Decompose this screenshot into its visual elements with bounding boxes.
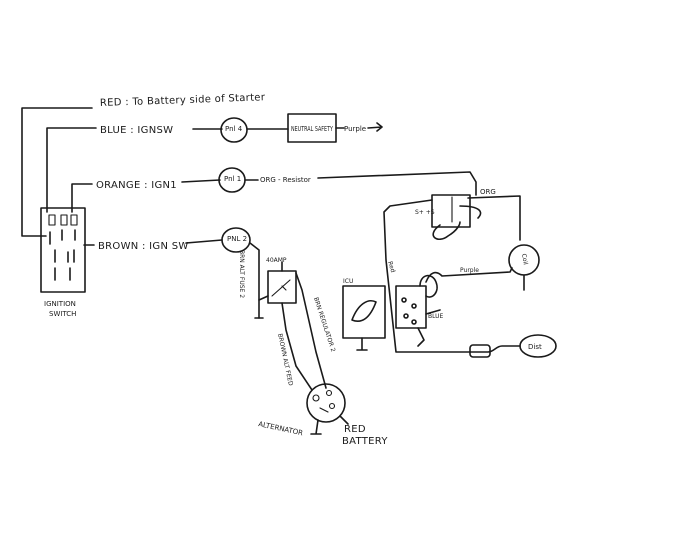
amp-fuse-label: 40AMP bbox=[266, 257, 287, 264]
blue-connector-lead bbox=[417, 309, 441, 347]
alternator-label: ALTERNATOR bbox=[258, 420, 304, 437]
red-loop-wire bbox=[383, 199, 471, 353]
icu-label: ICU bbox=[343, 278, 353, 285]
alternator-terminal-2 bbox=[325, 389, 333, 397]
alternator-terminal-1 bbox=[312, 394, 320, 402]
alternator-ground bbox=[310, 419, 322, 435]
icu-ground bbox=[356, 337, 368, 351]
brown-wire-to-pnl2 bbox=[185, 239, 223, 244]
blue-label: BLUE bbox=[428, 313, 444, 320]
icu-module bbox=[342, 285, 386, 339]
brown-wire-label: BROWN : IGN SW bbox=[98, 241, 189, 252]
red-battery-label-1: RED bbox=[344, 424, 366, 435]
ignition-switch bbox=[40, 207, 86, 293]
brown-alt-feed-label: BROWN ALT FEED bbox=[276, 333, 294, 387]
coil-feed-loop bbox=[459, 205, 482, 219]
brn-regulator-label: BRN REGULATOR 2 bbox=[312, 296, 336, 353]
blue-connector-loop bbox=[419, 274, 438, 298]
pnl4-connector bbox=[220, 117, 248, 143]
alternator-terminal-3 bbox=[328, 402, 336, 410]
red-battery-wire bbox=[339, 415, 349, 425]
coil-label: Coil bbox=[520, 253, 529, 266]
fuse-link bbox=[271, 279, 291, 297]
red-label: Red bbox=[386, 260, 396, 273]
blue-connector bbox=[395, 285, 427, 329]
org-label: ORG bbox=[480, 188, 496, 196]
org-to-coil-wire bbox=[467, 195, 521, 241]
dist-wire bbox=[469, 345, 521, 353]
brn-regulator-wire bbox=[295, 272, 327, 389]
ignition-switch-label-2: SWITCH bbox=[49, 310, 76, 318]
brown-alt-feed-wire bbox=[281, 302, 313, 391]
coil-terminals-label: S+ +S bbox=[415, 209, 435, 216]
brown-alt-fuse-wire bbox=[249, 242, 260, 319]
blue-pin-3 bbox=[403, 313, 409, 319]
dist-label: Dist bbox=[528, 343, 542, 351]
orange-wire bbox=[71, 183, 93, 213]
orange-wire-label: ORANGE : IGN1 bbox=[96, 180, 177, 191]
red-battery-label-2: BATTERY bbox=[342, 436, 388, 447]
purple-output-arrow bbox=[367, 122, 383, 132]
icu-symbol bbox=[351, 300, 377, 322]
blue-pin-1 bbox=[401, 297, 407, 303]
purple-label: Purple bbox=[460, 267, 479, 274]
org-resistor-label: ORG - Resistor bbox=[260, 176, 311, 184]
blue-wire bbox=[46, 127, 97, 213]
blue-wire-label: BLUE : IGNSW bbox=[100, 125, 173, 136]
brn-alt-fuse-label: BRN ALT FUSE 2 bbox=[238, 250, 245, 298]
blue-pin-4 bbox=[411, 319, 417, 325]
alternator bbox=[306, 383, 346, 423]
pnl1-label: Pnl 1 bbox=[224, 175, 241, 183]
pnl2-label: PNL 2 bbox=[227, 235, 247, 243]
orange-wire-to-pnl1 bbox=[181, 179, 221, 183]
neutral-safety-label: NEUTRAL SAFETY bbox=[291, 125, 333, 133]
ignition-switch-label-1: IGNITION bbox=[44, 300, 76, 308]
coil-terminal-block bbox=[431, 194, 471, 228]
red-wire bbox=[21, 107, 93, 237]
coil-block-loop bbox=[432, 221, 461, 241]
org-resistor-wire bbox=[317, 171, 477, 196]
purple-wire bbox=[425, 267, 513, 283]
alternator-terminal-bar bbox=[319, 407, 329, 413]
fuse-to-brn-wire bbox=[258, 295, 269, 301]
dist-cap bbox=[519, 334, 557, 358]
red-wire-label: RED : To Battery side of Starter bbox=[100, 92, 266, 109]
purple-output-label: Purple bbox=[344, 125, 366, 133]
pnl4-label: Pnl 4 bbox=[225, 125, 243, 133]
blue-pin-2 bbox=[411, 303, 417, 309]
dist-connector bbox=[469, 344, 491, 358]
pnl2-connector bbox=[221, 227, 251, 253]
